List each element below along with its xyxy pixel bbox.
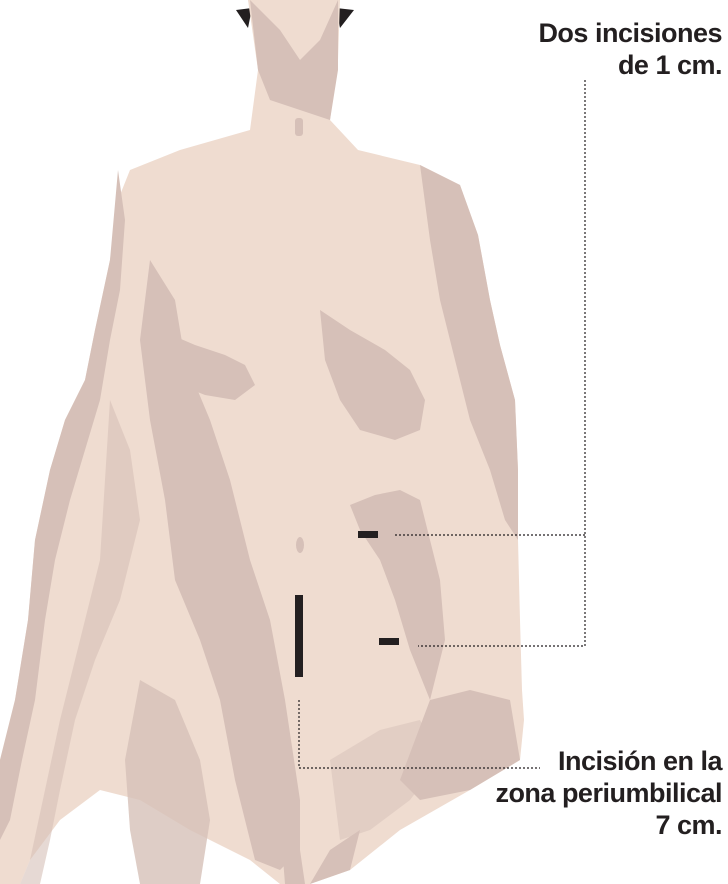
incision-upper xyxy=(358,531,378,538)
label-top-line-1: Dos incisiones xyxy=(538,18,722,50)
label-two-incisions: Dos incisiones de 1 cm. xyxy=(538,18,722,82)
label-bottom-line-3: 7 cm. xyxy=(495,810,722,842)
sternum-notch xyxy=(295,118,303,136)
navel xyxy=(296,537,304,553)
incision-periumbilical xyxy=(295,595,303,677)
label-top-line-2: de 1 cm. xyxy=(538,50,722,82)
label-bottom-line-2: zona periumbilical xyxy=(495,778,722,810)
label-bottom-line-1: Incisión en la xyxy=(495,746,722,778)
label-periumbilical-incision: Incisión en la zona periumbilical 7 cm. xyxy=(495,746,722,842)
incision-lower xyxy=(379,638,399,645)
